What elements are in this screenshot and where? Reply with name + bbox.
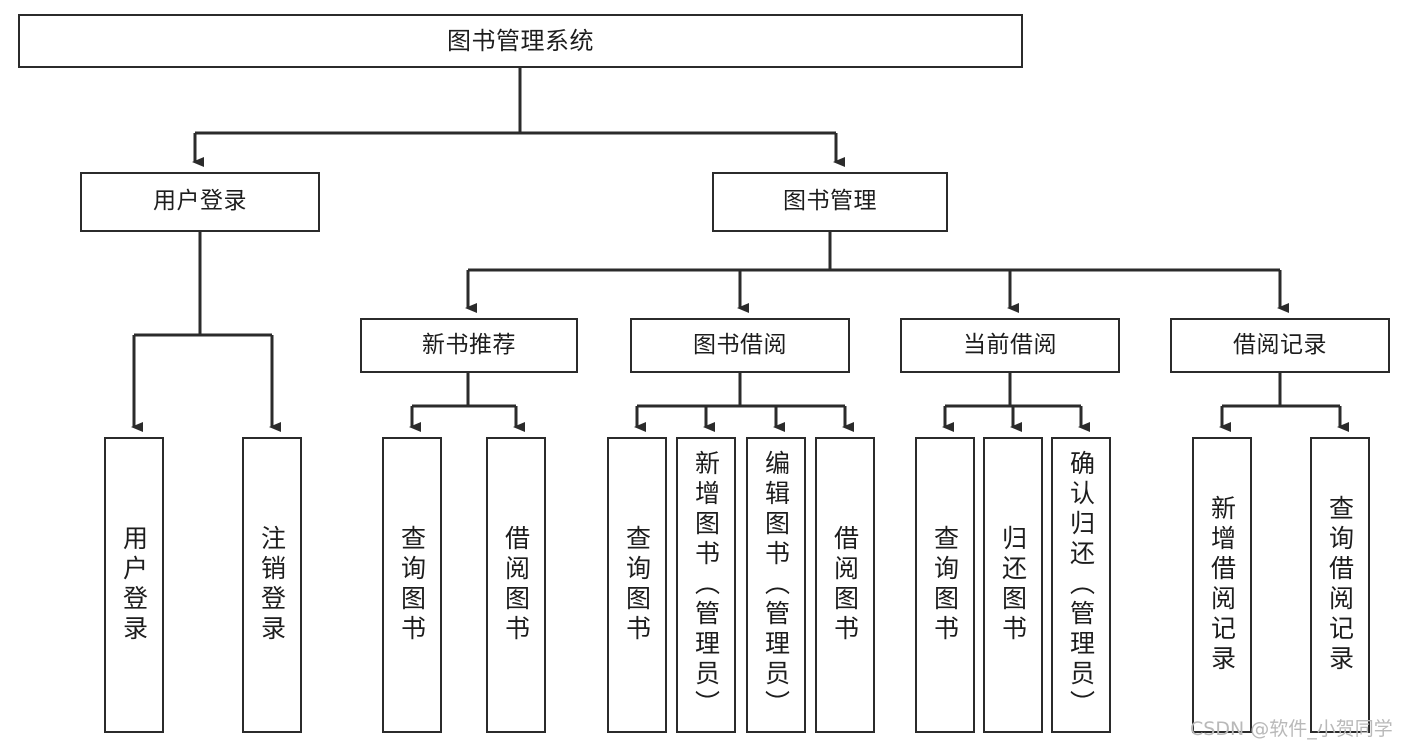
leaf-br-query-record[interactable]: 查询借阅记录 (1310, 437, 1370, 733)
node-root-system[interactable]: 图书管理系统 (18, 14, 1023, 68)
leaf-cb-query-book[interactable]: 查询图书 (915, 437, 975, 733)
node-book-borrow-label: 图书借阅 (693, 331, 787, 358)
leaf-bb-edit-book-admin-label: 编辑图书（管理员） (761, 450, 791, 720)
leaf-user-login[interactable]: 用户登录 (104, 437, 164, 733)
leaf-nb-borrow-book[interactable]: 借阅图书 (486, 437, 546, 733)
leaf-nb-borrow-book-label: 借阅图书 (501, 525, 531, 645)
leaf-cb-query-book-label: 查询图书 (930, 525, 960, 645)
node-book-borrow[interactable]: 图书借阅 (630, 318, 850, 373)
leaf-cb-confirm-return-admin-label: 确认归还（管理员） (1066, 450, 1096, 720)
leaf-bb-query-book-label: 查询图书 (622, 525, 652, 645)
leaf-logout-login-label: 注销登录 (257, 525, 287, 645)
leaf-bb-add-book-admin-label: 新增图书（管理员） (691, 450, 721, 720)
node-current-borrow-label: 当前借阅 (963, 331, 1057, 358)
leaf-bb-add-book-admin[interactable]: 新增图书（管理员） (676, 437, 736, 733)
leaf-br-add-record[interactable]: 新增借阅记录 (1192, 437, 1252, 733)
leaf-bb-query-book[interactable]: 查询图书 (607, 437, 667, 733)
leaf-cb-return-book-label: 归还图书 (998, 525, 1028, 645)
leaf-br-query-record-label: 查询借阅记录 (1325, 495, 1355, 675)
node-book-management[interactable]: 图书管理 (712, 172, 948, 232)
node-current-borrow[interactable]: 当前借阅 (900, 318, 1120, 373)
node-new-book-recommend[interactable]: 新书推荐 (360, 318, 578, 373)
leaf-logout-login[interactable]: 注销登录 (242, 437, 302, 733)
node-borrow-record[interactable]: 借阅记录 (1170, 318, 1390, 373)
leaf-user-login-label: 用户登录 (119, 525, 149, 645)
node-book-management-label: 图书管理 (783, 188, 877, 215)
node-user-login[interactable]: 用户登录 (80, 172, 320, 232)
node-root-system-label: 图书管理系统 (447, 26, 594, 55)
leaf-cb-confirm-return-admin[interactable]: 确认归还（管理员） (1051, 437, 1111, 733)
leaf-br-add-record-label: 新增借阅记录 (1207, 495, 1237, 675)
node-borrow-record-label: 借阅记录 (1233, 331, 1327, 358)
leaf-bb-borrow-book[interactable]: 借阅图书 (815, 437, 875, 733)
leaf-cb-return-book[interactable]: 归还图书 (983, 437, 1043, 733)
node-user-login-label: 用户登录 (153, 188, 247, 215)
leaf-nb-query-book[interactable]: 查询图书 (382, 437, 442, 733)
leaf-nb-query-book-label: 查询图书 (397, 525, 427, 645)
node-new-book-recommend-label: 新书推荐 (422, 331, 516, 358)
leaf-bb-borrow-book-label: 借阅图书 (830, 525, 860, 645)
leaf-bb-edit-book-admin[interactable]: 编辑图书（管理员） (746, 437, 806, 733)
